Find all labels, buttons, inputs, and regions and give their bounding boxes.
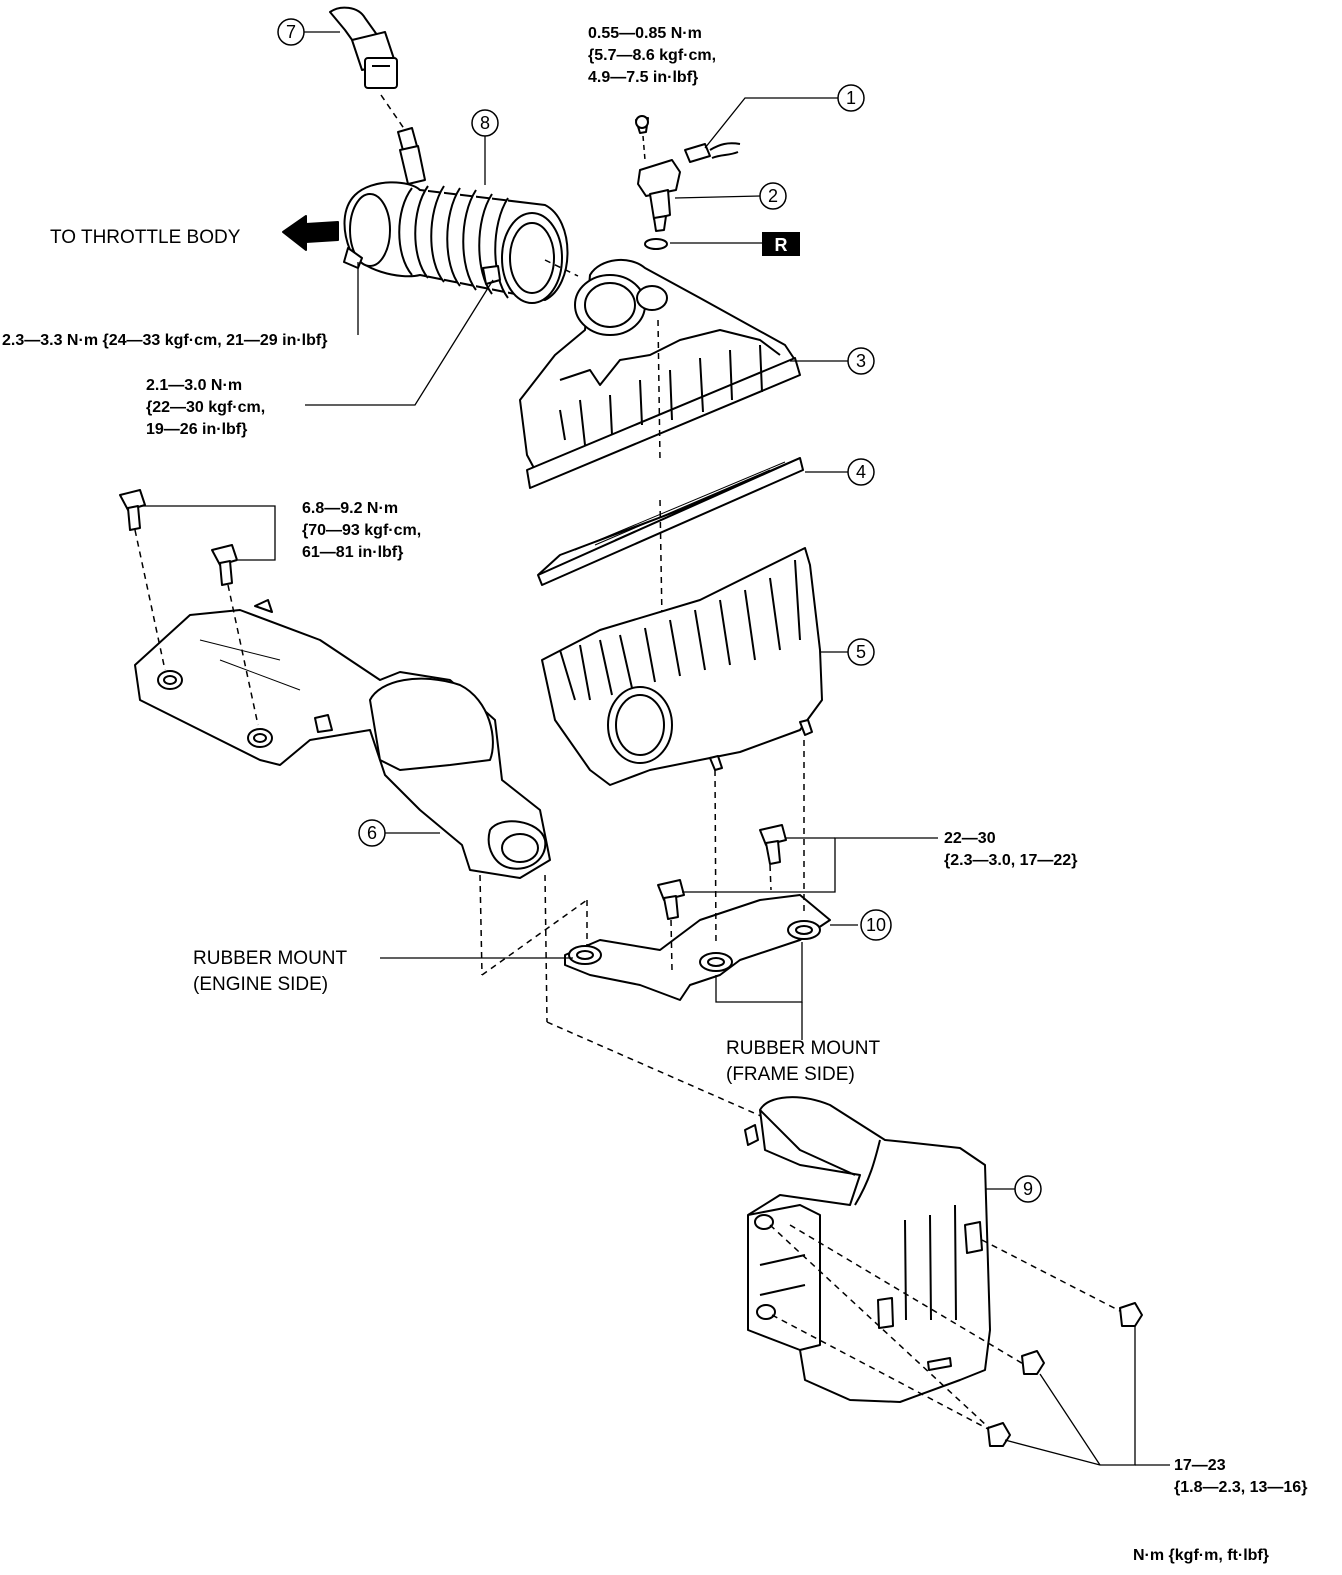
callout-9: 9	[1023, 1179, 1033, 1199]
callout-10: 10	[866, 915, 886, 935]
callout-circle-4	[847, 458, 875, 486]
rubber-mount-engine-label-2: (ENGINE SIDE)	[193, 974, 328, 995]
torque-resonator-bolts-1: 6.8—9.2 N·m	[302, 500, 398, 517]
resonator-part	[744, 1096, 1143, 1447]
rubber-mount-engine-label-1: RUBBER MOUNT	[193, 948, 348, 969]
maf-sensor-part	[635, 115, 741, 250]
air-cleaner-cover-part	[519, 258, 801, 489]
callout-7: 7	[286, 22, 296, 42]
callout-5: 5	[856, 642, 866, 662]
torque-clamp-throttle: 2.3—3.3 N·m {24—33 kgf·cm, 21—29 in·lbf}	[2, 332, 327, 349]
air-filter-part	[537, 457, 804, 621]
torque-resonator-nuts-2: {1.8—2.3, 13—16}	[1174, 1479, 1307, 1496]
callout-circle-6	[358, 819, 386, 847]
torque-maf-screw-1: 0.55—0.85 N·m	[588, 25, 702, 42]
callout-circle-7	[277, 18, 305, 46]
callout-4: 4	[856, 462, 866, 482]
callout-circle-3	[847, 347, 875, 375]
callout-circles	[277, 18, 1042, 1203]
callout-circle-1	[837, 84, 865, 112]
torque-resonator-nuts-1: 17—23	[1174, 1457, 1226, 1474]
rubber-mount-frame-label-2: (FRAME SIDE)	[726, 1064, 855, 1085]
callout-circle-5	[847, 638, 875, 666]
torque-resonator-bolts-2: {70—93 kgf·cm,	[302, 522, 421, 539]
torque-resonator-bolts-3: 61—81 in·lbf}	[302, 544, 403, 561]
leader-lines	[140, 31, 1170, 1466]
replace-badge	[762, 232, 800, 256]
torque-clamp-cleaner-3: 19—26 in·lbf}	[146, 421, 247, 438]
units-note: N·m {kgf·m, ft·lbf}	[1133, 1547, 1269, 1564]
pcv-hose-part	[329, 6, 426, 185]
plain-labels: TO THROTTLE BODY RUBBER MOUNT (ENGINE SI…	[50, 227, 881, 1085]
callout-circle-10	[860, 909, 892, 941]
torque-clamp-cleaner-1: 2.1—3.0 N·m	[146, 377, 242, 394]
callout-6: 6	[367, 823, 377, 843]
callout-numbers: 7 8 1 2 3 4 5 6 10 9	[286, 22, 1033, 1199]
mounting-bracket-part	[564, 740, 831, 1001]
air-cleaner-case-part	[541, 547, 823, 786]
torque-specs: 0.55—0.85 N·m {5.7—8.6 kgf·cm, 4.9—7.5 i…	[2, 25, 1307, 1564]
replace-badge-text: R	[775, 235, 788, 255]
callout-3: 3	[856, 351, 866, 371]
callout-8: 8	[480, 113, 490, 133]
resonator-bolts	[119, 489, 259, 726]
rubber-mount-frame-label-1: RUBBER MOUNT	[726, 1038, 881, 1059]
callout-circle-2	[759, 182, 787, 210]
torque-maf-screw-2: {5.7—8.6 kgf·cm,	[588, 47, 716, 64]
callout-2: 2	[768, 186, 778, 206]
torque-bracket-bolts-1: 22—30	[944, 830, 996, 847]
throttle-direction-arrow	[282, 215, 339, 251]
torque-maf-screw-3: 4.9—7.5 in·lbf}	[588, 69, 698, 86]
torque-bracket-bolts-2: {2.3—3.0, 17—22}	[944, 852, 1077, 869]
throttle-body-label: TO THROTTLE BODY	[50, 227, 241, 248]
callout-circle-8	[471, 109, 499, 137]
callout-1: 1	[846, 88, 856, 108]
resonator-duct-part	[134, 599, 551, 879]
torque-clamp-cleaner-2: {22—30 kgf·cm,	[146, 399, 265, 416]
alignment-guides	[479, 874, 771, 1121]
callout-circle-9	[1014, 1175, 1042, 1203]
intake-air-hose-part	[343, 181, 579, 304]
